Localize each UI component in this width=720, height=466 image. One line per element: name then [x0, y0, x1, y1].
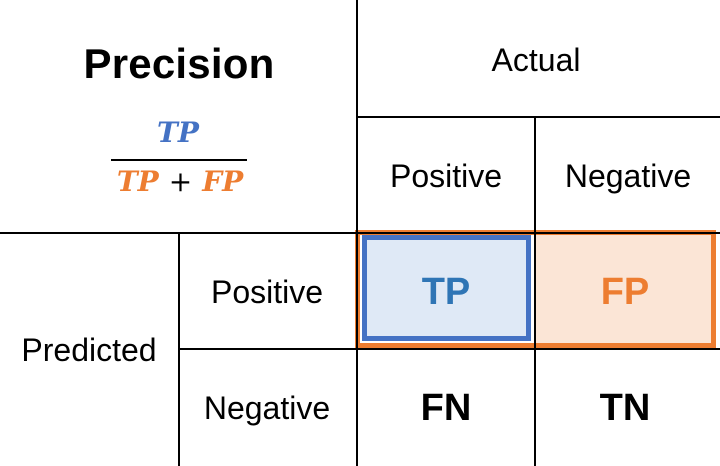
predicted-negative-label: Negative — [203, 390, 331, 426]
horizontal-divider-predicted — [179, 348, 720, 350]
tn-label: TN — [599, 387, 651, 429]
formula-denominator: TP + FP — [110, 166, 250, 198]
fn-label: FN — [420, 387, 472, 429]
predicted-heading: Predicted — [21, 332, 157, 368]
actual-positive-label: Positive — [389, 158, 503, 194]
horizontal-divider-actual — [357, 116, 720, 118]
formula-denominator-tp: TP — [116, 165, 159, 198]
formula-fraction-bar — [111, 159, 247, 161]
formula-plus-sign: + — [168, 165, 193, 198]
formula-denominator-fp: FP — [202, 165, 244, 198]
fp-label: FP — [600, 271, 650, 313]
tp-cell-highlight — [362, 235, 531, 341]
fp-cell-fill — [536, 235, 711, 343]
predicted-positive-label: Positive — [210, 274, 324, 310]
precision-title: Precision — [83, 40, 275, 87]
actual-negative-label: Negative — [564, 158, 692, 194]
vertical-divider-actual — [534, 116, 536, 466]
tp-label: TP — [421, 271, 471, 313]
formula-numerator: TP — [157, 116, 199, 149]
horizontal-divider-header — [0, 232, 720, 234]
actual-heading: Actual — [491, 42, 581, 78]
